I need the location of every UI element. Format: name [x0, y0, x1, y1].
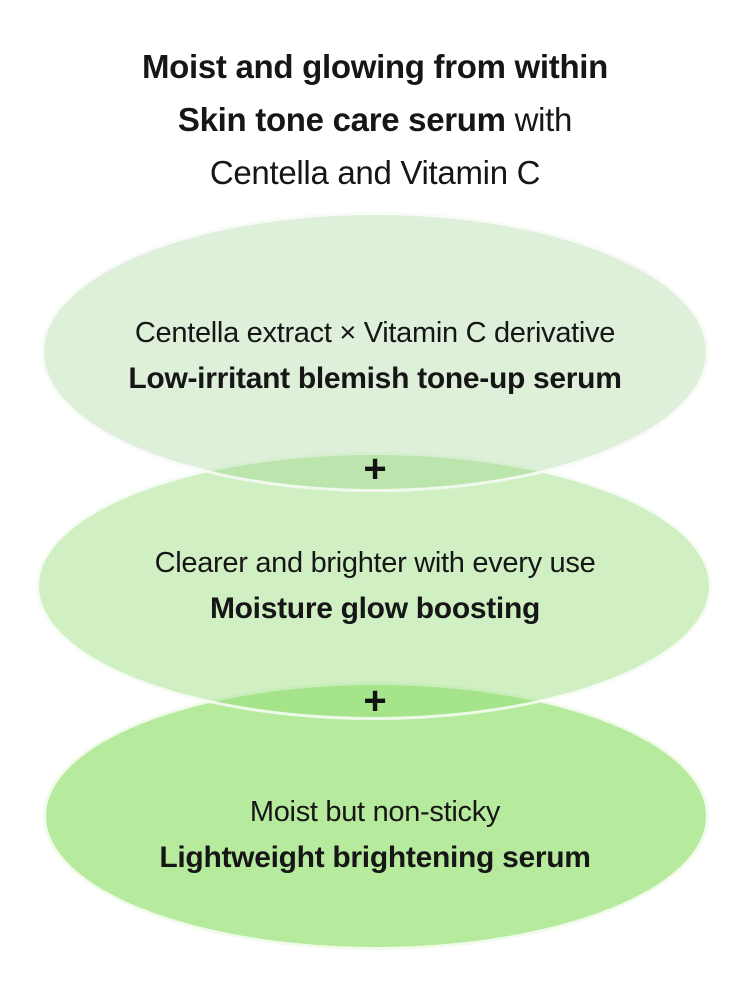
title-line-2: Skin tone care serum with — [0, 93, 750, 146]
ellipse-subtitle: Centella extract × Vitamin C derivative — [134, 317, 616, 349]
ellipse-title: Lightweight brightening serum — [159, 841, 591, 874]
ellipse-title: Moisture glow boosting — [209, 592, 541, 625]
plus-sign-1: + — [363, 447, 387, 491]
ellipse-moisture-glow-boosting — [36, 452, 712, 720]
title-line-1: Moist and glowing from within — [141, 48, 609, 85]
page-title: Moist and glowing from within Skin tone … — [0, 40, 750, 199]
title-line-3: Centella and Vitamin C — [209, 154, 541, 191]
ellipse-tone-up-serum — [41, 212, 709, 492]
ellipse-subtitle: Moist but non-sticky — [249, 796, 501, 828]
ellipse-lightweight-brightening-serum — [43, 682, 709, 950]
title-line-2-regular: with — [505, 101, 573, 138]
ellipse-text-tone-up-serum: Centella extract × Vitamin C derivative … — [0, 311, 750, 401]
plus-sign-2: + — [363, 679, 387, 723]
ellipse-title: Low-irritant blemish tone-up serum — [128, 362, 622, 395]
ellipse-text-lightweight-serum: Moist but non-sticky Lightweight brighte… — [0, 790, 750, 880]
ellipse-subtitle: Clearer and brighter with every use — [154, 547, 596, 579]
ellipse-text-moisture-glow: Clearer and brighter with every use Mois… — [0, 541, 750, 631]
title-line-2-bold: Skin tone care serum — [177, 101, 506, 138]
